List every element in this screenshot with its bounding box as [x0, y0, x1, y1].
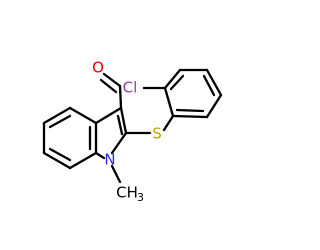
bond [94, 151, 106, 160]
bond [205, 68, 223, 97]
bond [163, 68, 182, 90]
bond [171, 114, 209, 119]
double-bond-inner [169, 74, 185, 91]
aldehyde-group [99, 72, 123, 110]
bond [163, 86, 175, 118]
bond [94, 106, 123, 125]
bond [119, 106, 128, 135]
chlorophenyl-ring [163, 68, 223, 119]
double-bond [99, 78, 118, 94]
bond-sulfur-phenyl [162, 114, 175, 132]
sulfur-label: S [152, 125, 162, 143]
nitrogen-label: N [104, 151, 115, 169]
chlorine-label: Cl [123, 79, 138, 97]
bond [118, 84, 123, 110]
double-bond-inner [48, 147, 72, 162]
bond [42, 151, 72, 170]
double-bond-inner [116, 114, 124, 136]
double-bond-inner [202, 74, 216, 97]
methyl-subscript: 3 [137, 191, 144, 204]
double-bond-inner [48, 114, 72, 129]
bond [110, 131, 128, 155]
bond [68, 106, 98, 125]
pyrrole-ring [94, 106, 128, 160]
benzene-ring-indole [42, 106, 98, 170]
bond-nitrogen-methyl [110, 164, 122, 184]
bond [68, 151, 98, 170]
oxygen-label: O [92, 59, 104, 77]
molecule-structure: O Cl S N CH 3 [42, 59, 223, 204]
double-bond-inner [175, 108, 205, 113]
bond [42, 106, 72, 125]
double-bond [102, 72, 122, 88]
methyl-label: CH [116, 184, 138, 202]
bond [205, 93, 223, 119]
